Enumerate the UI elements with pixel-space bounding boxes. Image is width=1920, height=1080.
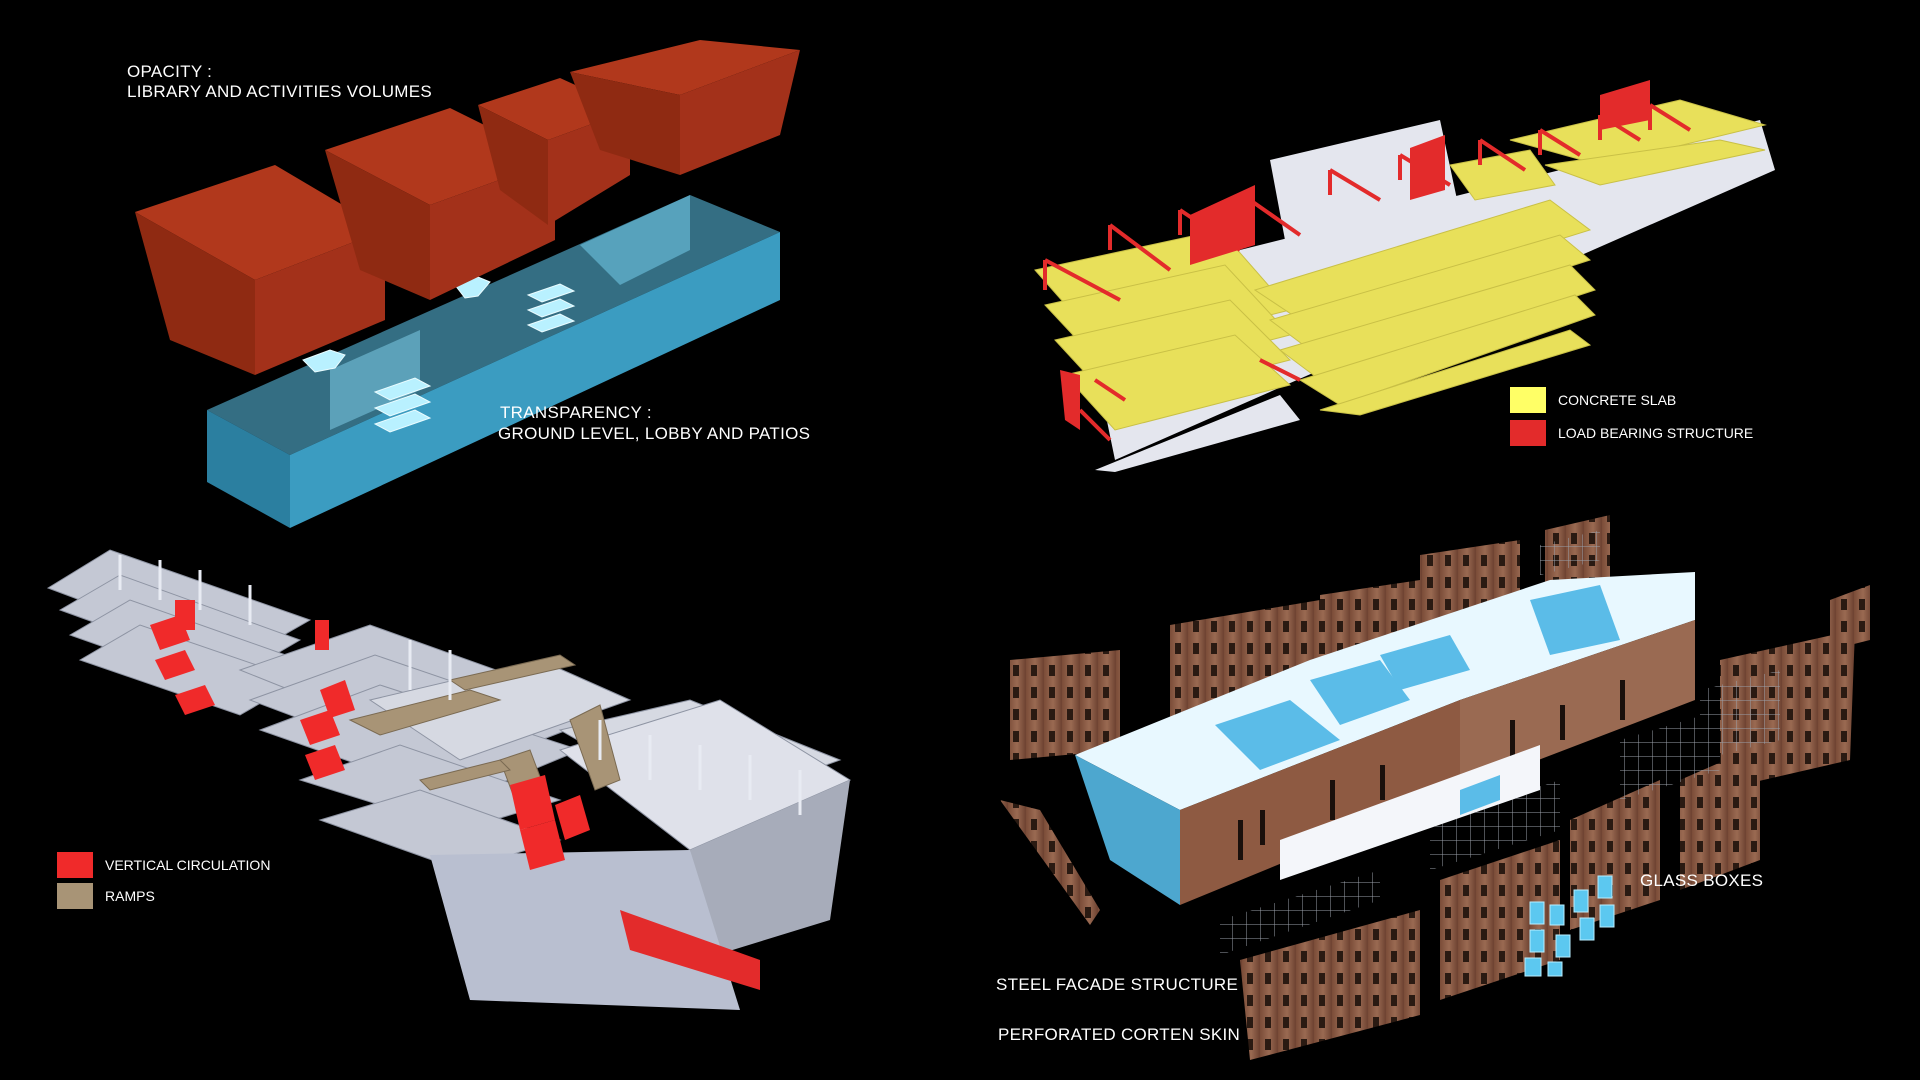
legend-item-ramps: RAMPS [57, 883, 155, 909]
corten-skin-label: PERFORATED CORTEN SKIN [998, 1025, 1241, 1044]
vertical-circulation [150, 600, 590, 870]
legend-swatch-load-bearing [1510, 420, 1546, 446]
legend-item-vertical-circulation: VERTICAL CIRCULATION [57, 852, 270, 878]
glass-boxes [1524, 875, 1615, 977]
legend-item-concrete-slab: CONCRETE SLAB [1510, 387, 1676, 413]
legend-swatch-vertical-circulation [57, 852, 93, 878]
legend-label-ramps: RAMPS [105, 888, 155, 904]
opacity-title: OPACITY : [127, 62, 213, 81]
steel-facade-label: STEEL FACADE STRUCTURE [996, 975, 1239, 994]
main-building [1075, 572, 1695, 905]
patio-glass-stack [302, 276, 576, 433]
legend-item-load-bearing: LOAD BEARING STRUCTURE [1510, 420, 1753, 446]
legend-label-concrete-slab: CONCRETE SLAB [1558, 392, 1677, 408]
panel-opacity-transparency [135, 40, 800, 528]
glass-boxes-label: GLASS BOXES [1640, 871, 1764, 890]
transparency-title: TRANSPARENCY : [500, 403, 652, 422]
columns [118, 555, 802, 815]
opaque-volumes [135, 40, 800, 375]
legend-swatch-ramps [57, 883, 93, 909]
right-block [430, 699, 852, 1010]
panel-facade [1000, 515, 1870, 1060]
concrete-slabs [1034, 99, 1767, 431]
legend-label-vertical-circulation: VERTICAL CIRCULATION [105, 857, 271, 873]
panel-circulation [46, 549, 852, 1010]
legend-label-load-bearing: LOAD BEARING STRUCTURE [1558, 425, 1754, 441]
transparent-ground-volume [207, 195, 780, 528]
panel-structure [1034, 80, 1775, 472]
opacity-description: LIBRARY AND ACTIVITIES VOLUMES [127, 82, 433, 101]
red-wall-panels [1060, 80, 1650, 430]
steel-grids [1220, 530, 1780, 955]
legend-swatch-concrete-slab [1510, 387, 1546, 413]
transparency-description: GROUND LEVEL, LOBBY AND PATIOS [498, 424, 811, 443]
